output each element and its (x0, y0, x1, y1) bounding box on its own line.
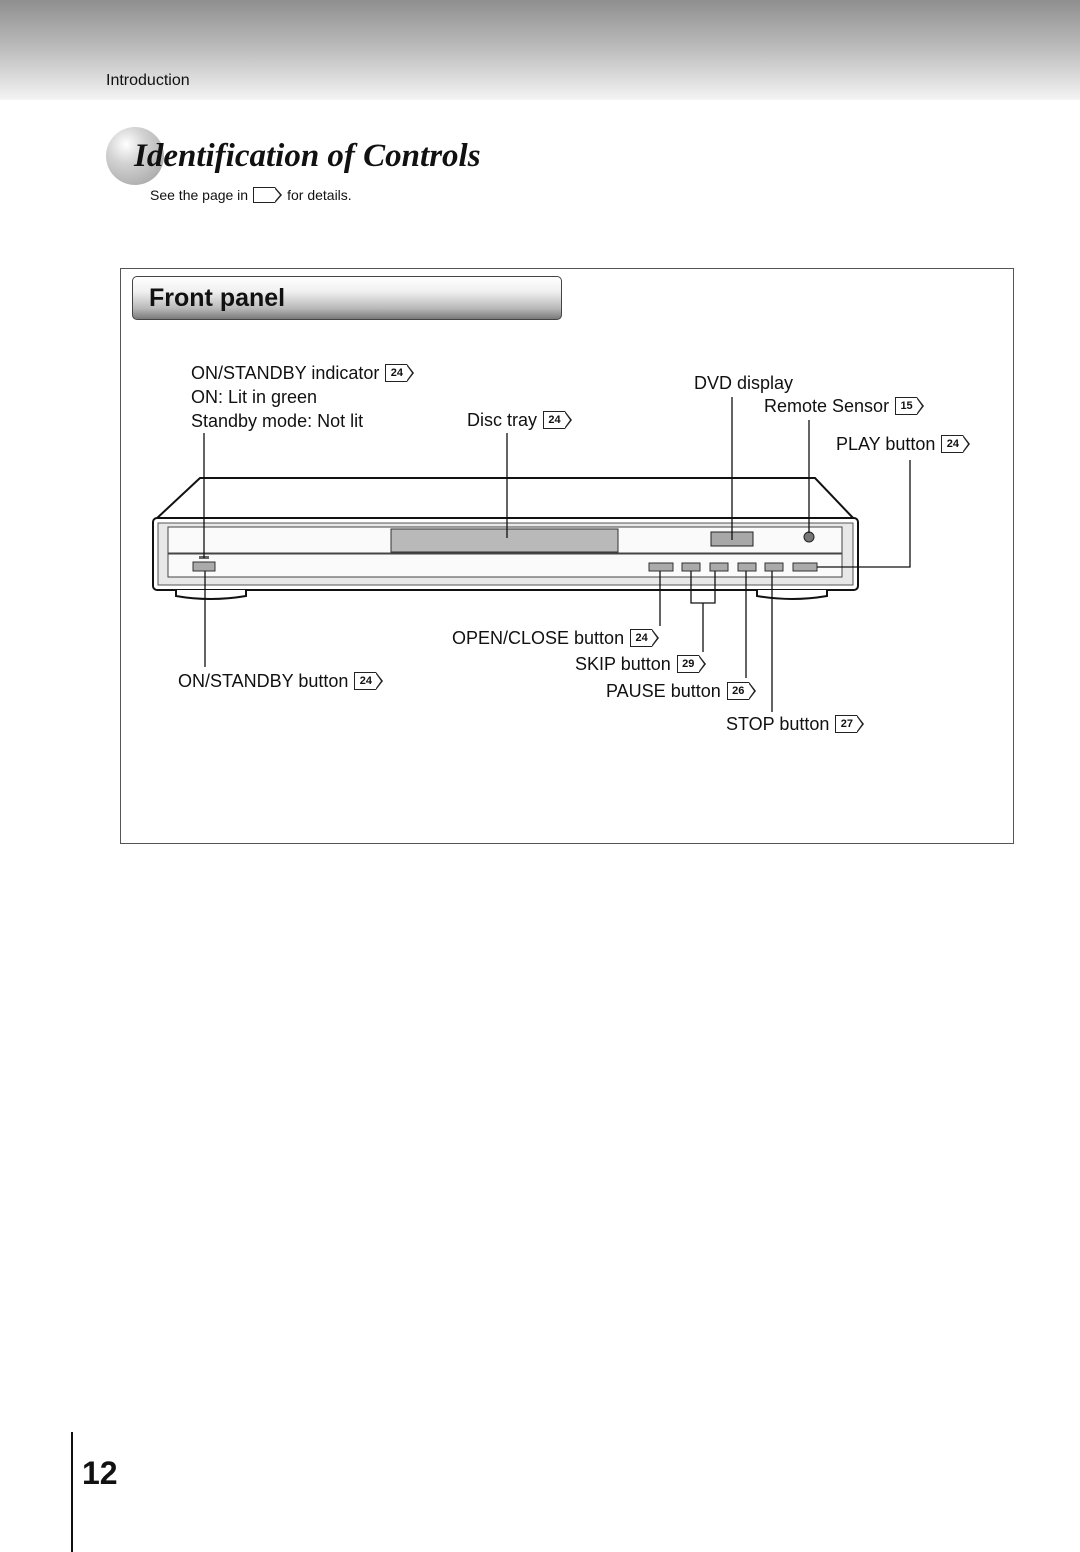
standby-button-shape (192, 561, 216, 572)
player-foot-right (756, 590, 828, 600)
remote-sensor-window (803, 531, 815, 543)
page-ref-tag-icon: 24 (941, 435, 971, 453)
open-close-button-shape (648, 562, 674, 572)
note-prefix: See the page in (150, 187, 249, 203)
page-ref-tag-icon: 26 (726, 682, 756, 700)
label-dvd-display: DVD display (694, 373, 794, 393)
front-panel-box (120, 268, 1014, 844)
label-play-button: PLAY button 24 (836, 433, 971, 455)
label-on-state: ON: Lit in green (191, 387, 318, 407)
pause-button-shape (737, 562, 757, 572)
label-standby-button: ON/STANDBY button 24 (178, 670, 384, 692)
page-ref-tag-icon: 24 (543, 411, 573, 429)
label-disc-tray: Disc tray 24 (467, 409, 573, 431)
page-title: Identification of Controls (134, 138, 481, 174)
title-bullet-icon (106, 127, 164, 185)
section-label: Introduction (106, 72, 190, 89)
front-panel-header (132, 276, 562, 320)
disc-tray-slot (390, 528, 619, 553)
page-ref-tag-icon: 24 (630, 629, 660, 647)
note-suffix: for details. (287, 187, 352, 203)
label-open-close-button: OPEN/CLOSE button 24 (452, 627, 660, 649)
page-ref-tag-icon: 27 (835, 715, 865, 733)
play-button-shape (792, 562, 818, 572)
stop-button-shape (764, 562, 784, 572)
label-skip-button: SKIP button 29 (575, 653, 706, 675)
page-number-rule (71, 1432, 73, 1552)
page-reference-note: See the page in for details. (150, 187, 352, 203)
front-panel-title: Front panel (149, 284, 286, 312)
label-remote-sensor: Remote Sensor 15 (764, 395, 925, 417)
page-ref-tag-icon: 15 (895, 397, 925, 415)
page-ref-tag-icon: 24 (385, 364, 415, 382)
page-ref-tag-icon: 29 (676, 655, 706, 673)
page-ref-tag-icon: 24 (354, 672, 384, 690)
label-stop-button: STOP button 27 (726, 713, 865, 735)
skip-back-button-shape (681, 562, 701, 572)
skip-forward-button-shape (709, 562, 729, 572)
label-standby-indicator: ON/STANDBY indicator 24 (191, 362, 415, 384)
header-band (0, 0, 1080, 100)
player-foot-left (175, 590, 247, 600)
page-tag-icon (253, 187, 283, 203)
page-number: 12 (82, 1455, 118, 1491)
label-pause-button: PAUSE button 26 (606, 680, 756, 702)
label-standby-state: Standby mode: Not lit (191, 411, 364, 431)
player-top-outline (154, 477, 856, 521)
leader-play-button (817, 460, 911, 568)
